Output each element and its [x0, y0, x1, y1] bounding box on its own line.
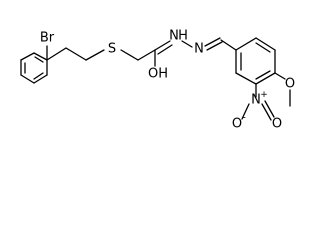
atom-oxygen-methoxy: O	[285, 77, 295, 92]
atom-oxygen-nitro: O	[272, 117, 282, 132]
bond	[206, 41, 223, 51]
atom-nitrogen-amide: N	[169, 29, 179, 44]
bonds	[20, 37, 291, 121]
bond	[46, 47, 67, 61]
bond	[137, 49, 156, 61]
atom-nitrogen-nitro: N	[251, 93, 261, 108]
atom-bromine: Br	[40, 31, 55, 46]
chemical-structure: Br S OH N H N O N + O - O	[20, 29, 295, 132]
charge-minus: -	[242, 113, 246, 124]
bond	[33, 74, 48, 84]
bond	[154, 40, 171, 51]
bond	[34, 56, 44, 63]
atom-hydroxyl: OH	[148, 67, 168, 82]
bond	[235, 72, 257, 85]
bond	[261, 103, 272, 121]
bond	[274, 72, 286, 80]
bond	[120, 49, 139, 61]
bond	[85, 49, 105, 61]
bond	[204, 37, 221, 47]
atom-sulfur: S	[108, 42, 116, 57]
bond	[220, 39, 237, 51]
bond	[157, 44, 173, 55]
bond	[20, 74, 35, 84]
charge-plus: +	[260, 90, 268, 100]
atom-hydrogen-amide: H	[178, 29, 188, 44]
bond	[235, 37, 257, 51]
bond	[255, 37, 276, 51]
bond	[241, 103, 250, 120]
atom-nitrogen-imine: N	[194, 42, 204, 57]
bond	[65, 47, 87, 61]
bond	[255, 72, 276, 85]
bond	[20, 52, 35, 61]
bond	[181, 40, 193, 48]
atom-labels: Br S OH N H N O N + O - O	[40, 29, 295, 132]
bond	[255, 70, 271, 80]
bond	[33, 72, 44, 80]
bond	[255, 42, 271, 53]
bond	[264, 100, 275, 118]
atom-oxygen-nitro-anion: O	[232, 117, 242, 132]
bond	[33, 52, 48, 61]
